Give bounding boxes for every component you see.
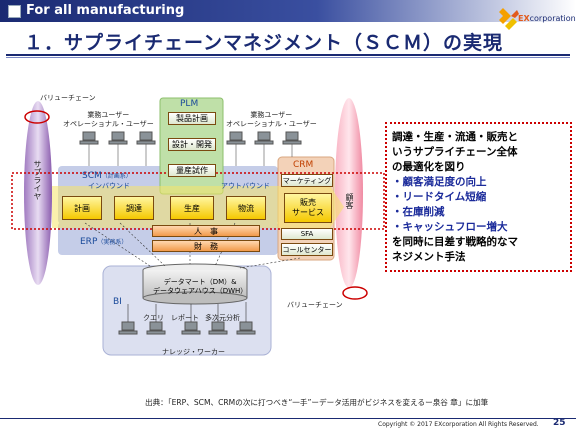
- plm-title: PLM: [180, 99, 199, 109]
- note-line: ネジメント手法: [392, 251, 466, 263]
- crm-title: CRM: [293, 160, 314, 170]
- value-chain-marker-bottom: [342, 286, 368, 300]
- knowledge-worker-label: ナレッジ・ワーカー: [162, 348, 225, 356]
- note-line: 調達・生産・流通・販売と: [392, 131, 518, 143]
- scm-inbound-label: インバウンド: [88, 182, 130, 190]
- note-line: の最適化を図り: [392, 161, 466, 173]
- user-label-right: 業務ユーザー オペレーショナル・ユーザー: [226, 111, 317, 128]
- copyright-text: Copyright © 2017 EXcorporation All Right…: [378, 421, 539, 428]
- user-label-left: 業務ユーザー オペレーショナル・ユーザー: [63, 111, 154, 128]
- title-underline-thin: [6, 57, 570, 58]
- note-line: を同時に目差す戦略的なマ: [392, 236, 518, 248]
- note-line: ・顧客満足度の向上: [392, 176, 487, 188]
- chain-box-sales-service: 販売 サービス: [284, 193, 332, 223]
- dwh-label: データマート（DM）& データウェアハウス（DWH）: [153, 278, 248, 295]
- customer-ellipse: [335, 98, 363, 288]
- section-label: For all manufacturing: [26, 3, 185, 18]
- page-number: 25: [553, 418, 566, 428]
- header-bar: [0, 0, 576, 22]
- page-title: １．サプライチェーンマネジメント（ＳＣＭ）の実現: [24, 32, 504, 54]
- chain-box-procurement: 調達: [114, 196, 154, 220]
- chain-box-production: 生産: [170, 196, 214, 220]
- scm-title: SCM（計画系）: [82, 171, 132, 181]
- note-line: ・キャッシュフロー増大: [392, 221, 508, 233]
- erp-finance-box: 財 務: [152, 240, 260, 252]
- bi-tool-label: クエリ: [143, 314, 164, 322]
- value-chain-label-top: バリューチェーン: [40, 94, 96, 102]
- chain-box-logistics: 物流: [226, 196, 266, 220]
- bi-tool-label: 多次元分析: [205, 314, 240, 322]
- plm-item: 製品計画: [168, 112, 216, 125]
- footer-bar: [0, 418, 576, 433]
- supplier-label: サプライヤ: [33, 160, 42, 200]
- note-line: ・リードタイム短縮: [392, 191, 487, 203]
- note-line: いうサプライチェーン全体: [392, 146, 518, 158]
- title-underline: [6, 54, 570, 56]
- chain-box-plan: 計画: [62, 196, 102, 220]
- erp-title: ERP（実務系）: [80, 237, 128, 247]
- value-chain-marker-top: [24, 110, 50, 124]
- bi-tool-label: レポート: [171, 314, 199, 322]
- note-line: ・在庫削減: [392, 206, 445, 218]
- scm-outbound-label: アウトバウンド: [221, 182, 270, 190]
- crm-item: コールセンター: [281, 243, 333, 256]
- plm-item: 設計・開発: [168, 138, 216, 151]
- plm-item: 量産試作: [168, 164, 216, 177]
- erp-hr-box: 人 事: [152, 225, 260, 237]
- source-citation: 出典：「ERP、SCM、CRMの次に打つべき“一手”ーデータ活用がビジネスを変え…: [145, 398, 489, 407]
- company-logo: [497, 6, 575, 32]
- customer-label: 顧客: [345, 193, 354, 209]
- header-square-icon: [8, 5, 21, 18]
- crm-item: SFA: [281, 228, 333, 240]
- definition-callout: [385, 122, 572, 272]
- supplier-ellipse: [24, 101, 52, 285]
- company-logo-text: EXcorporation: [518, 14, 576, 23]
- bi-title: BI: [113, 297, 122, 307]
- value-chain-label-bottom: バリューチェーン: [287, 301, 343, 309]
- crm-item: マーケティング: [281, 174, 333, 187]
